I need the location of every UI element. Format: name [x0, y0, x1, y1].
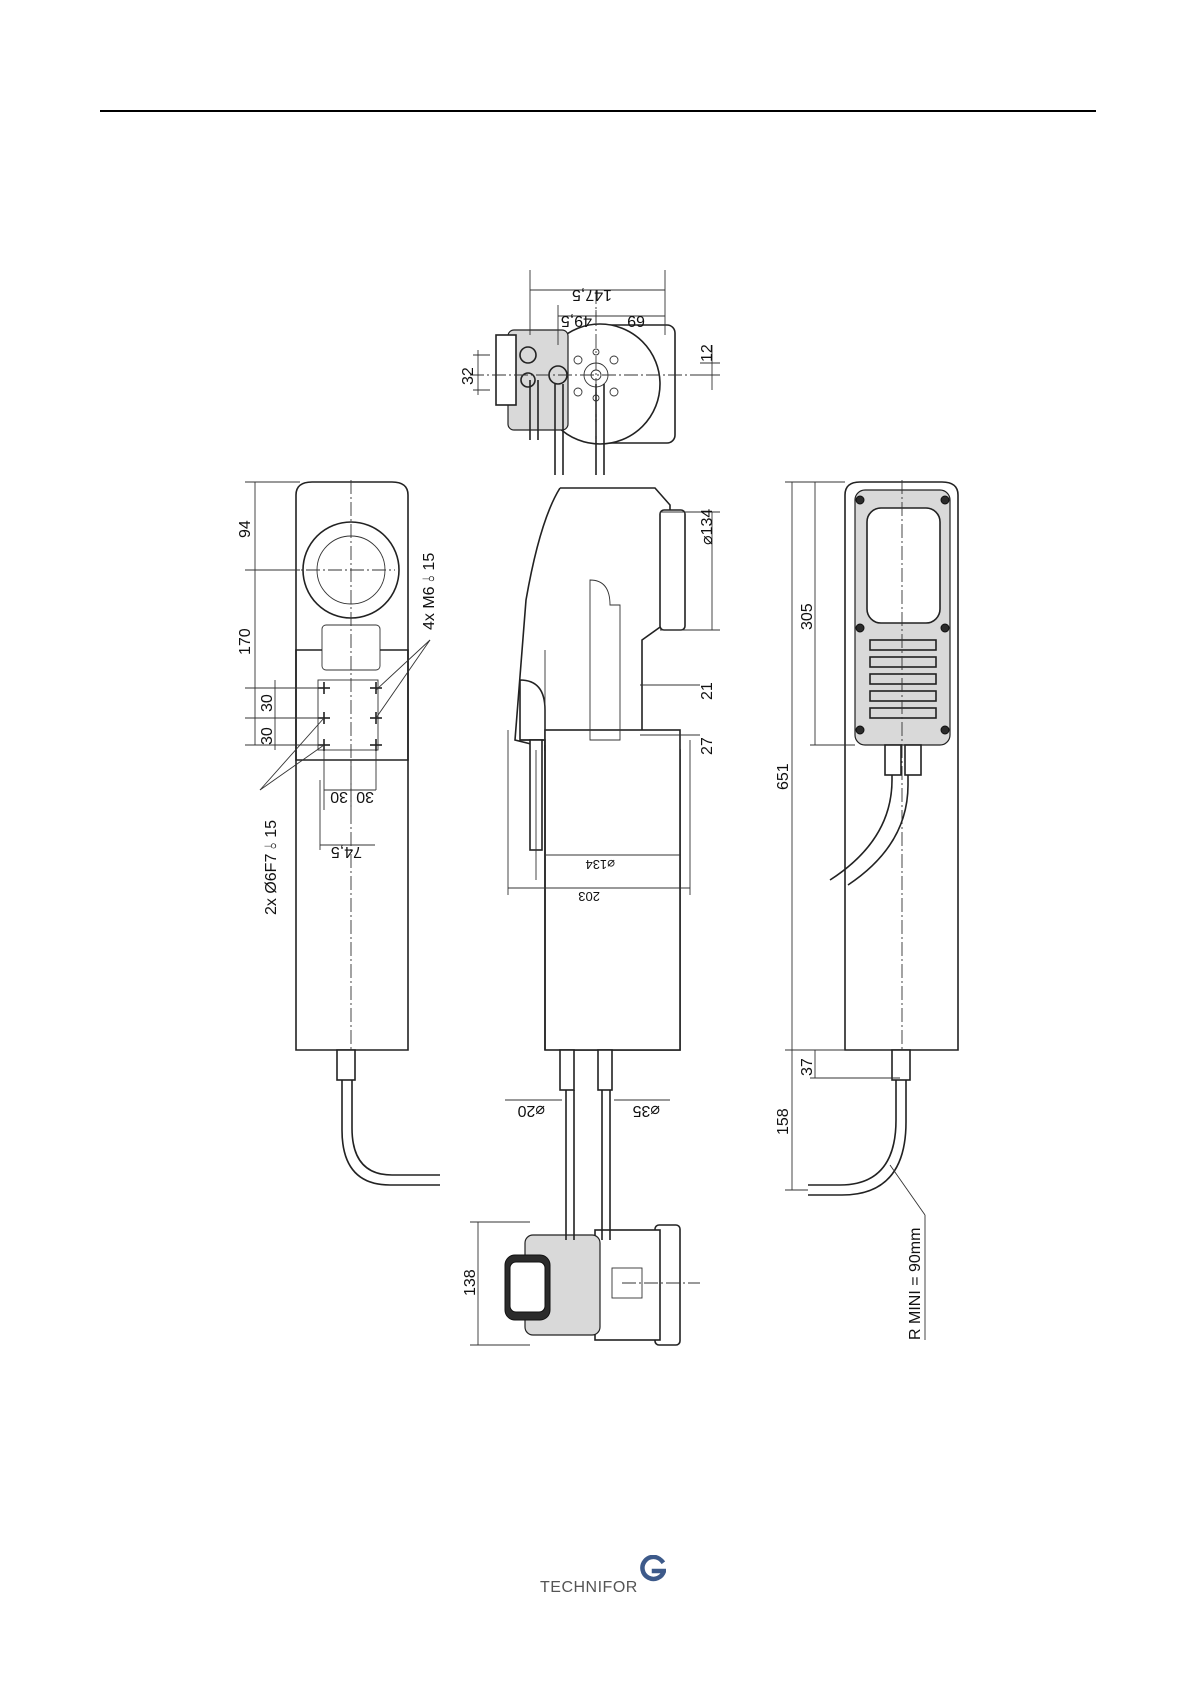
dim-30-c: 30	[330, 788, 348, 805]
technifor-logo: TECHNIFOR	[540, 1555, 670, 1605]
dim-651: 651	[775, 763, 792, 790]
callout-4x-m6: 4x M6 ⫰ 15	[421, 553, 438, 630]
dim-32: 32	[460, 367, 477, 385]
dim-21: 21	[699, 682, 716, 700]
dim-30-b: 30	[259, 727, 276, 745]
technifor-logo-mark-icon	[640, 1555, 666, 1583]
front-view: ⌀134 21 27 ⌀134 203 ⌀20 ⌀35	[505, 488, 720, 1195]
dim-49-5: 49,5	[561, 312, 592, 329]
radius-note: R MINI = 90mm	[907, 1228, 924, 1340]
dim-74-5: 74,5	[331, 843, 362, 860]
dim-dia-20: ⌀20	[517, 1102, 545, 1119]
dim-94: 94	[237, 520, 254, 538]
dim-203: 203	[578, 889, 600, 904]
dim-30-a: 30	[259, 694, 276, 712]
callout-2x-pin: 2x Ø6F7 ⫰ 15	[263, 820, 280, 915]
dim-30-d: 30	[356, 788, 374, 805]
dim-158: 158	[775, 1108, 792, 1135]
dim-37: 37	[799, 1058, 816, 1076]
brand-name: TECHNIFOR	[540, 1579, 638, 1597]
left-view: 94 170 30 30 30 30 74,5 4x M6 ⫰ 15 2x Ø6…	[237, 480, 440, 1185]
dim-dia-35: ⌀35	[632, 1102, 660, 1119]
dim-147-5: 147,5	[572, 286, 612, 303]
dim-69: 69	[627, 312, 645, 329]
dim-305: 305	[799, 603, 816, 630]
right-view: 305 651 37 158 R MINI = 90mm	[775, 480, 958, 1340]
dim-dia-134-top: ⌀134	[699, 509, 716, 545]
dim-138: 138	[462, 1269, 479, 1296]
dim-12: 12	[699, 344, 716, 362]
bottom-view: 138	[462, 1195, 700, 1345]
top-view: 147,5 49,5 69 32 12	[460, 270, 720, 475]
dim-27: 27	[699, 737, 716, 755]
dim-170: 170	[237, 628, 254, 655]
dim-dia-134-mid: ⌀134	[585, 857, 615, 872]
